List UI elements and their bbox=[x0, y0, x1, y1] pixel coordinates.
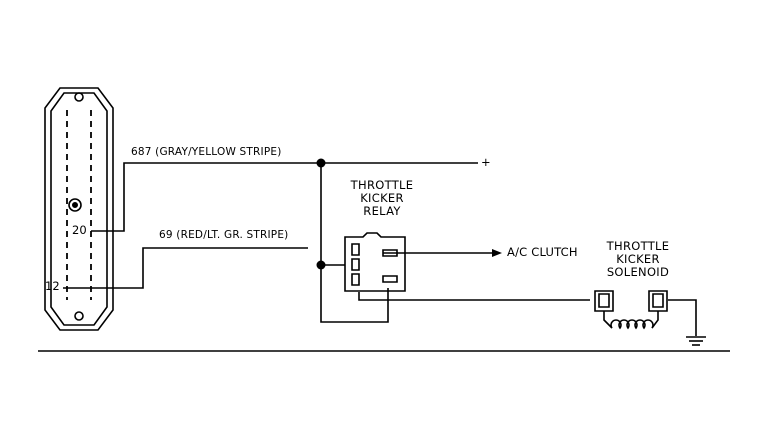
wire-687-label: 687 (GRAY/YELLOW STRIPE) bbox=[131, 146, 282, 158]
ac-clutch-label: A/C CLUTCH bbox=[507, 245, 578, 259]
connector-bottom-hole bbox=[75, 312, 83, 320]
solenoid-terminal-left-inner bbox=[599, 294, 609, 307]
solenoid-lead-left bbox=[604, 311, 612, 328]
terminal-plus-label: + bbox=[481, 155, 491, 169]
connector-pin-rows bbox=[67, 110, 91, 300]
relay-terminal-4 bbox=[383, 250, 397, 256]
wire-69-red-lt-green bbox=[63, 248, 308, 288]
solenoid-terminal-right-inner bbox=[653, 294, 663, 307]
connector-top-hole bbox=[75, 93, 83, 101]
solenoid-label-line3: SOLENOID bbox=[606, 265, 670, 279]
solenoid-label-line2: KICKER bbox=[616, 252, 660, 266]
junction-dot-bottom bbox=[316, 260, 326, 270]
connector-inner-shell bbox=[51, 93, 107, 325]
wire-687-gray-yellow bbox=[91, 163, 478, 231]
solenoid-body bbox=[595, 291, 667, 328]
relay-terminal-2 bbox=[352, 259, 359, 270]
ac-clutch-arrow bbox=[492, 249, 502, 257]
wire-solenoid-ground bbox=[668, 300, 696, 336]
connector-pin-20-label: 20 bbox=[72, 223, 87, 237]
relay-terminal-1 bbox=[352, 244, 359, 255]
wiring bbox=[63, 163, 696, 336]
relay-label-line1: THROTTLE bbox=[350, 178, 414, 192]
connector-mid-dot bbox=[73, 203, 77, 207]
connector-mid-ring bbox=[69, 199, 81, 211]
ecu-connector bbox=[45, 88, 113, 330]
connector-pin-12-label: 12 bbox=[45, 279, 60, 293]
connector-outer-shell bbox=[45, 88, 113, 330]
relay-terminal-5 bbox=[383, 276, 397, 282]
wire-relay-return bbox=[321, 265, 388, 322]
ground-icon bbox=[686, 337, 706, 345]
solenoid-lead-right bbox=[652, 311, 658, 328]
wire-to-solenoid bbox=[359, 292, 590, 300]
wire-69-label: 69 (RED/LT. GR. STRIPE) bbox=[159, 229, 289, 241]
relay-body bbox=[345, 233, 405, 291]
junction-dot-top bbox=[316, 158, 326, 168]
solenoid-label-line1: THROTTLE bbox=[606, 239, 670, 253]
relay-label-line2: KICKER bbox=[360, 191, 404, 205]
solenoid-label: THROTTLE KICKER SOLENOID bbox=[592, 240, 684, 279]
relay-label: THROTTLE KICKER RELAY bbox=[336, 179, 428, 218]
relay-label-line3: RELAY bbox=[363, 204, 401, 218]
solenoid-coil bbox=[611, 320, 653, 328]
relay-terminal-3 bbox=[352, 274, 359, 285]
